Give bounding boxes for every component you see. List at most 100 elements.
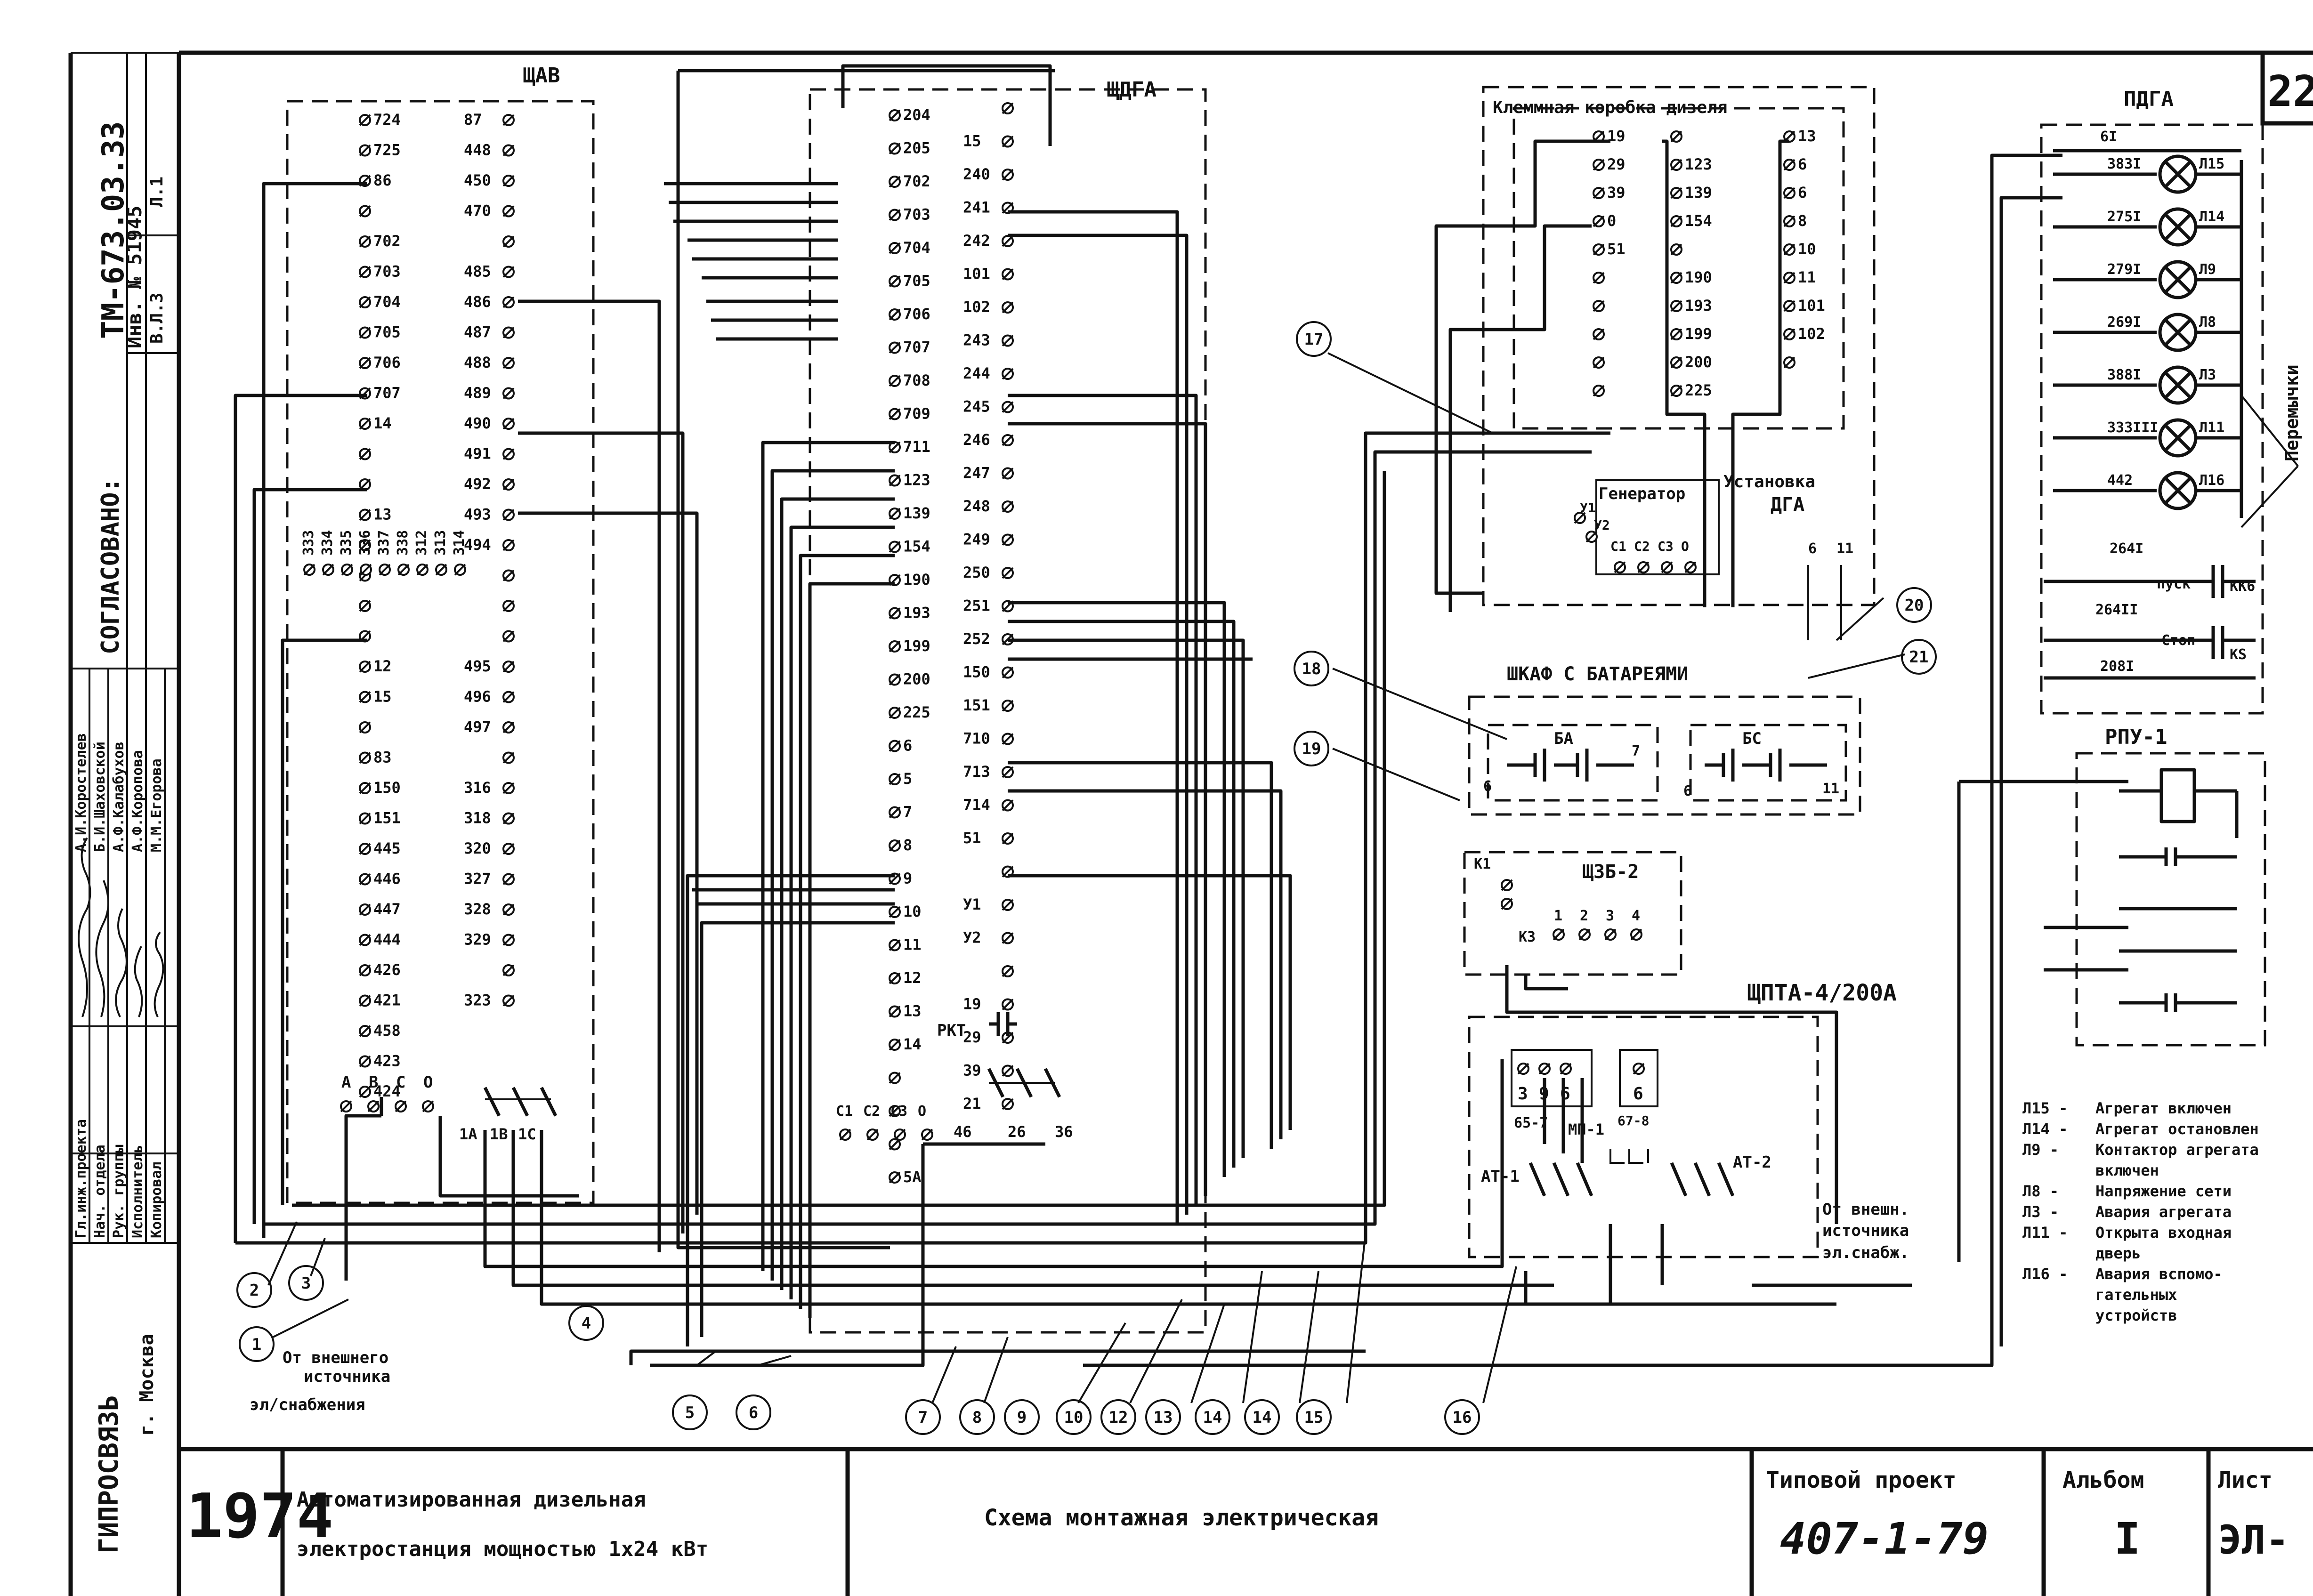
shchav-right-label-19: 496: [464, 688, 491, 706]
ext-left-2: источника: [304, 1367, 390, 1386]
at1-label: АТ-1: [1481, 1167, 1520, 1186]
mp-term-2-terminal-slash: [1560, 1063, 1572, 1075]
shchga-left-label-27: 13: [903, 1002, 922, 1020]
lamp-id-6: Л16: [2199, 472, 2224, 489]
lamp-wire-label-0: 383I: [2107, 156, 2141, 172]
lamp-wire-label-3: 269I: [2107, 314, 2141, 330]
klemm-col3-8-terminal-slash: [1783, 356, 1795, 369]
rkt-relay-label: РКТ: [937, 1021, 966, 1040]
klemm-col3-7-terminal-slash: [1783, 328, 1795, 340]
shchga-left-label-13: 154: [903, 538, 930, 556]
klemm-col1-label-3: 0: [1607, 212, 1616, 230]
title-year: 1974: [186, 1480, 333, 1552]
lamp-wire-label-1: 275I: [2107, 209, 2141, 225]
shchav-phase-1: В: [369, 1073, 378, 1092]
cable-marker-label-6: 7: [918, 1408, 928, 1427]
shchga-left-15-terminal-slash: [889, 607, 901, 619]
shchga-left-1-terminal-slash: [889, 143, 901, 154]
cable-marker-5: [736, 1394, 771, 1430]
shchav-right-7-terminal-slash: [502, 327, 515, 339]
legend-key-1: Л14 -: [2022, 1120, 2068, 1138]
shchga-right-label-30: 21: [963, 1095, 981, 1112]
shchga-right-4-terminal-slash: [1002, 235, 1014, 247]
klemm-col2-1-terminal-slash: [1670, 159, 1682, 171]
shchga-right-label-8: 244: [963, 364, 990, 382]
shchav-left-label-7: 705: [373, 323, 401, 341]
battery-term-7: 7: [1632, 743, 1640, 759]
klemm-col3-2-terminal-slash: [1783, 187, 1795, 199]
ext-right-2: источника: [1822, 1221, 1909, 1240]
shchga-right-21-terminal-slash: [1002, 799, 1014, 811]
shchga-right-23-terminal-slash: [1002, 866, 1014, 878]
shchga-left-16-terminal-slash: [889, 640, 901, 653]
klemm-col3-label-5: 11: [1798, 268, 1816, 286]
title-name-line2: электростанция мощностью 1х24 кВт: [297, 1537, 708, 1561]
dga-install-label: Установка: [1723, 472, 1815, 492]
shchga-left-12-terminal-slash: [889, 508, 901, 520]
cable-marker-8: [1004, 1399, 1040, 1435]
legend-key-4: Л8 -: [2022, 1182, 2059, 1200]
generator-phase-1: С2: [1634, 539, 1650, 554]
shchga-left-terminals: 2042057027037047057067077087097111231391…: [889, 106, 930, 1186]
shchav-left-10-terminal-slash: [359, 418, 371, 430]
klemm-col3-label-3: 8: [1798, 212, 1807, 230]
generator-label: Генератор: [1599, 484, 1685, 503]
shchga-right-17-terminal-slash: [1002, 667, 1014, 678]
shchav-left-label-8: 706: [373, 354, 401, 371]
cable-marker-12: [1195, 1399, 1230, 1435]
shchav-left-0-terminal-slash: [359, 114, 371, 126]
klemm-col2-label-8: 200: [1685, 353, 1712, 371]
lamp-id-4: Л3: [2199, 367, 2216, 383]
shchav-phase-3-terminal-slash: [422, 1100, 434, 1112]
shchga-left-19-terminal-slash: [889, 740, 901, 752]
dga-term-11: 11: [1836, 540, 1853, 557]
shchga-right-label-25: У2: [963, 929, 981, 947]
shchav-vertical-6-terminal-slash: [416, 564, 429, 576]
shchga-left-31-terminal-slash: [889, 1138, 901, 1150]
shchav-right-8-terminal-slash: [502, 357, 515, 369]
shchga-right-20-terminal-slash: [1002, 766, 1014, 778]
shchga-left-label-4: 704: [903, 239, 930, 257]
shchga-left-label-7: 707: [903, 339, 930, 356]
shchav-right-15-terminal-slash: [502, 570, 515, 581]
legend-text-3: включен: [2095, 1161, 2159, 1179]
shchga-right-8-terminal-slash: [1002, 368, 1014, 380]
cable-marker-10: [1100, 1399, 1136, 1435]
shchav-right-25-terminal-slash: [502, 873, 515, 885]
shchga-left-label-16: 199: [903, 637, 930, 655]
shchav-right-1-terminal-slash: [502, 145, 515, 156]
shchav-right-4-terminal-slash: [502, 235, 515, 248]
shchga-left-0-terminal-slash: [889, 109, 901, 121]
legend-text-6: Открыта входная: [2095, 1224, 2232, 1241]
field-l1: Л.1: [147, 177, 167, 207]
shchav-right-26-terminal-slash: [502, 903, 515, 916]
klemm-col3-label-7: 102: [1798, 325, 1825, 343]
shchga-left-22-terminal-slash: [889, 839, 901, 852]
shchga-left-2-terminal-slash: [889, 176, 901, 188]
shchga-left-label-0: 204: [903, 106, 930, 124]
organization: ГИПРОСВЯЗЬ: [94, 1395, 124, 1554]
shchav-right-24-terminal-slash: [502, 843, 515, 855]
doc-code: ТМ-673.03.33: [96, 121, 131, 339]
shchga-right-label-9: 245: [963, 398, 990, 416]
shchga-gen-1: С2: [863, 1103, 880, 1120]
shchga-left-11-terminal-slash: [889, 475, 901, 486]
shchav-left-label-2: 86: [373, 171, 392, 189]
terminal-box-label: Клеммная коробка дизеля: [1493, 98, 1728, 117]
shchav-vertical-7-terminal-slash: [435, 564, 447, 576]
klemm-col1-5-terminal-slash: [1593, 272, 1605, 284]
klemm-col2-label-6: 193: [1685, 297, 1712, 314]
external-source-right: От внешн. источника эл.снабж.: [1752, 1200, 1912, 1287]
shchav-right-label-27: 329: [464, 931, 491, 949]
lamp-id-2: Л9: [2199, 261, 2216, 278]
cable-marker-14: [1296, 1399, 1332, 1435]
shchga-right-label-1: 15: [963, 132, 981, 150]
shchga-left-8-terminal-slash: [889, 375, 901, 387]
shchga-right-label-19: 710: [963, 730, 990, 748]
shchga-right-label-7: 243: [963, 331, 990, 349]
shchga-right-label-5: 101: [963, 265, 990, 283]
shchga-right-24-terminal-slash: [1002, 899, 1014, 911]
cable-marker-label-7: 8: [972, 1408, 982, 1427]
